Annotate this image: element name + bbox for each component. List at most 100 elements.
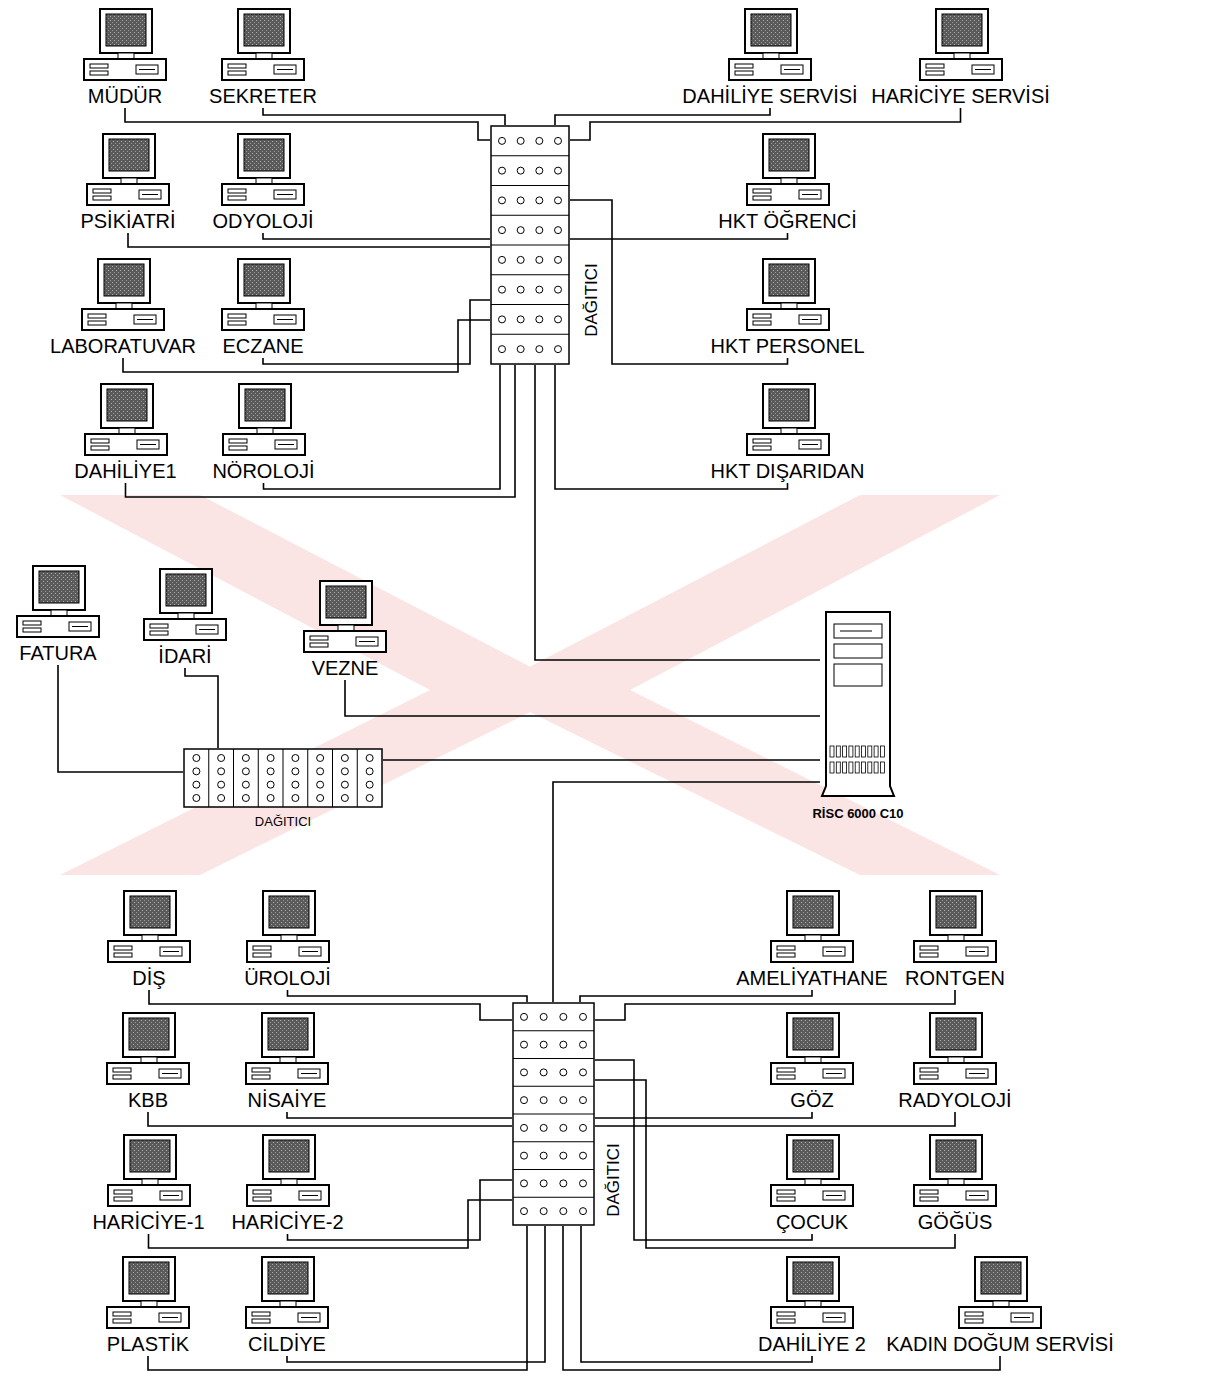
network-cable	[595, 1112, 812, 1118]
computer-node: KBB	[103, 1012, 193, 1112]
distributor-rack: DAĞITICI	[183, 748, 383, 808]
network-cable	[345, 680, 820, 716]
computer-icon	[727, 8, 813, 82]
server-tower	[820, 608, 896, 800]
computer-label: DAHİLİYE 2	[756, 1332, 868, 1356]
distributor-label: DAĞITICI	[255, 814, 311, 829]
computer-node: SEKRETER	[207, 8, 319, 108]
computer-label: KADIN DOĞUM SERVİSİ	[884, 1332, 1116, 1356]
network-cable	[263, 108, 505, 125]
network-cable	[535, 365, 820, 660]
network-cable	[383, 759, 820, 761]
computer-icon	[912, 1012, 998, 1086]
computer-icon	[85, 133, 171, 207]
network-cable	[288, 990, 528, 1002]
computer-node: ÇOCUK	[767, 1134, 857, 1234]
computer-icon	[918, 8, 1004, 82]
network-cable	[595, 990, 955, 1020]
computer-label: ECZANE	[218, 334, 308, 358]
computer-icon	[106, 890, 192, 964]
computer-node: GÖĞÜS	[910, 1134, 1000, 1234]
computer-node: PLASTİK	[103, 1256, 193, 1356]
computer-node: FATURA	[13, 565, 103, 665]
computer-icon	[745, 133, 831, 207]
distributor-rack: DAĞITICI	[512, 1002, 595, 1226]
network-cable	[125, 108, 490, 140]
computer-icon	[80, 258, 166, 332]
computer-label: ÜROLOJİ	[242, 966, 333, 990]
computer-label: HARİCİYE SERVİSİ	[869, 84, 1052, 108]
server-label: RİSC 6000 C10	[812, 806, 903, 821]
computer-label: NÖROLOJİ	[210, 459, 317, 483]
computer-icon	[221, 383, 307, 457]
network-cable	[58, 665, 183, 772]
computer-label: DAHİLİYE1	[72, 459, 179, 483]
computer-label: SEKRETER	[207, 84, 319, 108]
computer-label: RADYOLOJİ	[896, 1088, 1014, 1112]
computer-icon	[15, 565, 101, 639]
computer-label: LABORATUVAR	[48, 334, 198, 358]
computer-node: VEZNE	[300, 580, 390, 680]
distributor-label: DAĞITICI	[582, 263, 602, 337]
computer-label: DİŞ	[104, 966, 194, 990]
computer-icon	[105, 1256, 191, 1330]
computer-node: DAHİLİYE SERVİSİ	[680, 8, 860, 108]
computer-node: CİLDİYE	[242, 1256, 332, 1356]
distributor-panel	[490, 125, 570, 365]
computer-node: PSİKİATRİ	[78, 133, 178, 233]
computer-icon	[142, 568, 228, 642]
computer-icon	[745, 258, 831, 332]
computer-icon	[220, 8, 306, 82]
computer-label: PLASTİK	[103, 1332, 193, 1356]
computer-label: VEZNE	[300, 656, 390, 680]
computer-label: FATURA	[13, 641, 103, 665]
computer-node: ECZANE	[218, 258, 308, 358]
computer-label: ÇOCUK	[767, 1210, 857, 1234]
computer-icon	[82, 8, 168, 82]
computer-icon	[912, 1134, 998, 1208]
computer-node: HKT ÖĞRENCİ	[716, 133, 859, 233]
computer-node: RADYOLOJİ	[896, 1012, 1014, 1112]
distributor-panel	[183, 748, 383, 808]
computer-icon	[244, 1256, 330, 1330]
computer-node: LABORATUVAR	[48, 258, 198, 358]
network-cable	[128, 233, 490, 247]
computer-label: AMELİYATHANE	[734, 966, 890, 990]
computer-node: RONTGEN	[903, 890, 1007, 990]
computer-label: HKT PERSONEL	[708, 334, 867, 358]
computer-node: KADIN DOĞUM SERVİSİ	[884, 1256, 1116, 1356]
server-node: RİSC 6000 C10	[820, 608, 896, 800]
computer-icon	[245, 1134, 331, 1208]
computer-node: DİŞ	[104, 890, 194, 990]
computer-icon	[106, 1134, 192, 1208]
computer-node: DAHİLİYE1	[72, 383, 179, 483]
computer-icon	[83, 383, 169, 457]
network-cable	[570, 233, 788, 239]
computer-label: HARİCİYE-2	[229, 1210, 346, 1234]
network-cable	[149, 990, 512, 1020]
computer-label: NİSAİYE	[242, 1088, 332, 1112]
computer-node: HKT PERSONEL	[708, 258, 867, 358]
computer-node: MÜDÜR	[80, 8, 170, 108]
computer-icon	[769, 890, 855, 964]
computer-label: HKT DIŞARIDAN	[708, 459, 867, 483]
distributor-rack: DAĞITICI	[490, 125, 570, 365]
network-cable	[263, 233, 490, 239]
computer-node: ODYOLOJİ	[210, 133, 316, 233]
network-cable	[185, 668, 218, 748]
computer-label: İDARİ	[140, 644, 230, 668]
computer-node: ÜROLOJİ	[242, 890, 333, 990]
distributor-panel	[512, 1002, 595, 1226]
computer-label: PSİKİATRİ	[78, 209, 178, 233]
network-cable	[148, 1226, 527, 1370]
computer-node: GÖZ	[767, 1012, 857, 1112]
computer-node: İDARİ	[140, 568, 230, 668]
computer-icon	[220, 133, 306, 207]
computer-label: GÖZ	[767, 1088, 857, 1112]
computer-label: HARİCİYE-1	[90, 1210, 207, 1234]
network-cable	[148, 1112, 512, 1126]
computer-icon	[957, 1256, 1043, 1330]
computer-node: HARİCİYE-1	[90, 1134, 207, 1234]
computer-label: GÖĞÜS	[910, 1210, 1000, 1234]
